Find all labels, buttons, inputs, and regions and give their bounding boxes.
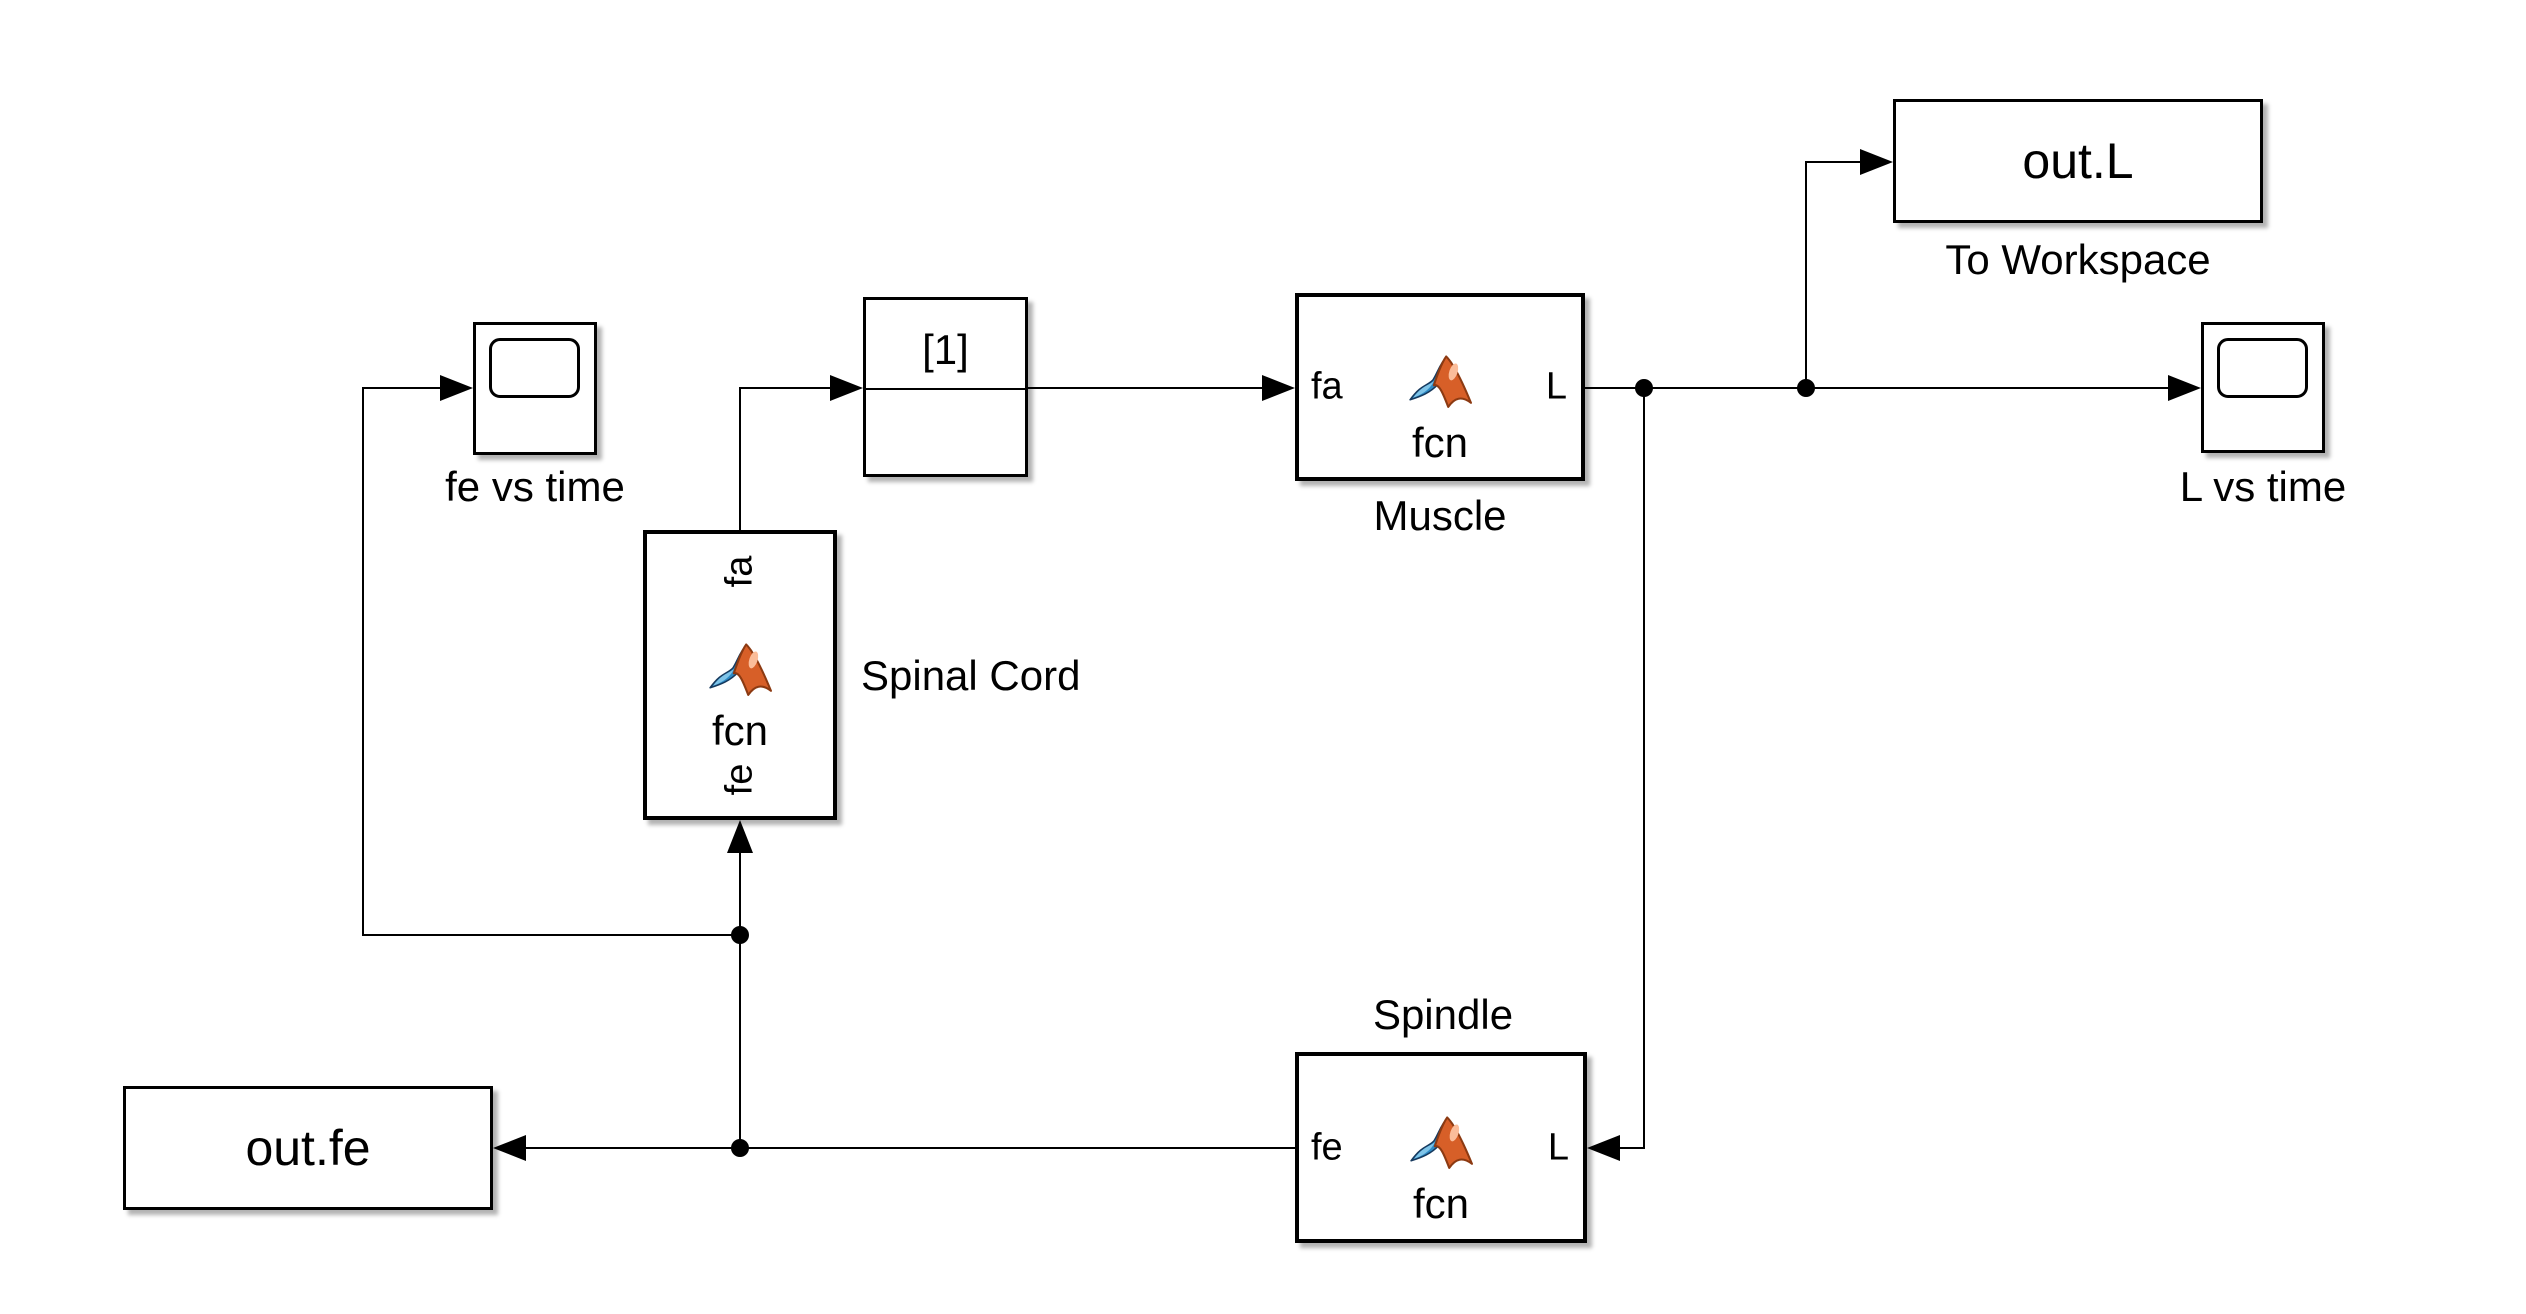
matlab-fcn-icon	[1407, 352, 1473, 412]
scope-display-icon	[489, 338, 580, 398]
matlab-function-block-spindle[interactable]: fe fcn L	[1295, 1052, 1587, 1243]
branch-dot	[1635, 379, 1653, 397]
matlab-function-block-muscle[interactable]: fa fcn L	[1295, 293, 1585, 481]
wire-fe-branch-vertical-upper[interactable]	[739, 851, 741, 937]
to-workspace-block-out-l[interactable]: out.L	[1893, 99, 2263, 223]
block-label[interactable]: L vs time	[2179, 463, 2347, 510]
wire-spindle-fe-to-outfe[interactable]	[524, 1147, 1295, 1149]
block-label[interactable]: fe vs time	[445, 463, 625, 510]
wire-fe-scope-vertical[interactable]	[362, 387, 364, 936]
matlab-fcn-icon	[707, 640, 773, 700]
arrowhead	[493, 1135, 526, 1161]
scope-display-icon	[2217, 338, 2308, 398]
arrowhead	[830, 375, 863, 401]
wire-spinal-fa-vertical[interactable]	[739, 387, 741, 531]
arrowhead	[440, 375, 473, 401]
wire-into-fe-scope[interactable]	[363, 387, 441, 389]
arrowhead	[1262, 375, 1295, 401]
ic-through-line	[866, 388, 1025, 390]
branch-dot	[731, 926, 749, 944]
wire-muscle-l-out[interactable]	[1585, 387, 2170, 389]
block-label[interactable]: Spindle	[1372, 991, 1514, 1038]
wire-muscle-l-to-spindle-vertical[interactable]	[1643, 387, 1645, 1149]
arrowhead	[727, 820, 753, 853]
input-port-label: L	[1547, 1126, 1569, 1168]
to-workspace-block-out-fe[interactable]: out.fe	[123, 1086, 493, 1210]
block-label[interactable]: To Workspace	[1945, 236, 2211, 283]
block-label[interactable]: Spinal Cord	[861, 652, 1081, 699]
output-port-label: fe	[1311, 1126, 1343, 1168]
fcn-label: fcn	[1411, 419, 1469, 466]
ic-value: [1]	[922, 326, 969, 373]
wire-fe-branch-horizontal[interactable]	[363, 934, 741, 936]
scope-block-l-vs-time[interactable]	[2201, 322, 2325, 453]
arrowhead	[2168, 375, 2201, 401]
port-slot: fe	[647, 748, 833, 810]
wire-ic-to-muscle[interactable]	[1028, 387, 1264, 389]
output-port-label: fa	[718, 555, 761, 587]
input-port-label: fe	[718, 763, 761, 795]
input-port-label: fa	[1311, 365, 1343, 408]
scope-block-fe-vs-time[interactable]	[473, 322, 597, 455]
block-label[interactable]: Muscle	[1373, 492, 1507, 539]
matlab-function-block-spinal-cord[interactable]: fa fcn fe	[643, 530, 837, 820]
to-workspace-variable: out.fe	[245, 1120, 371, 1176]
wire-into-spindle-l[interactable]	[1618, 1147, 1645, 1149]
to-workspace-variable: out.L	[2022, 133, 2134, 189]
ic-block[interactable]: [1]	[863, 297, 1028, 477]
fcn-label: fcn	[1412, 1179, 1470, 1227]
fcn-label: fcn	[711, 707, 769, 754]
wire-fe-branch-vertical-lower[interactable]	[739, 935, 741, 1149]
matlab-fcn-icon	[1408, 1113, 1474, 1173]
branch-dot	[1797, 379, 1815, 397]
wire-outl-vertical[interactable]	[1805, 161, 1807, 389]
arrowhead	[1587, 1135, 1620, 1161]
arrowhead	[1860, 149, 1893, 175]
wire-spinal-fa-to-ic[interactable]	[740, 387, 832, 389]
branch-dot	[731, 1139, 749, 1157]
port-slot: fa	[647, 540, 833, 602]
output-port-label: L	[1545, 365, 1567, 408]
wire-into-outl[interactable]	[1806, 161, 1862, 163]
